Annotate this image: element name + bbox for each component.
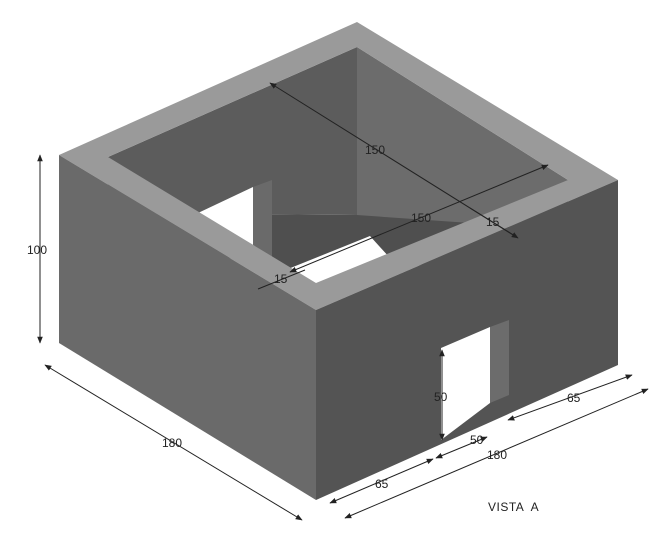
- label-height: 100: [27, 243, 47, 257]
- label-door-height: 50: [434, 390, 448, 404]
- label-door-width: 50: [470, 433, 484, 447]
- label-door-offset-left: 65: [375, 477, 389, 491]
- front-door-jamb: [490, 320, 509, 403]
- label-inner-width: 150: [411, 211, 431, 225]
- dim-line-inner-width: [289, 164, 549, 273]
- dim-line-outer-depth: [44, 364, 303, 521]
- label-wall-left: 15: [274, 272, 288, 286]
- dim-line-outer-width: [344, 388, 649, 519]
- dim-line-wall-right: [469, 207, 516, 237]
- label-wall-right: 15: [486, 215, 500, 229]
- back-opening: [198, 187, 253, 245]
- dim-line-wall-left: [257, 269, 306, 290]
- label-inner-length: 150: [365, 143, 385, 157]
- back-opening-jamb: [253, 180, 272, 257]
- label-outer-depth: 180: [162, 436, 182, 450]
- label-door-offset-right: 65: [567, 391, 581, 405]
- dimension-annotations: 100 150 150 15 15 50 50 65 65 180 180: [27, 82, 649, 521]
- box-solid: [59, 22, 618, 500]
- view-caption: VISTA A: [488, 500, 539, 514]
- label-outer-width: 180: [487, 448, 507, 462]
